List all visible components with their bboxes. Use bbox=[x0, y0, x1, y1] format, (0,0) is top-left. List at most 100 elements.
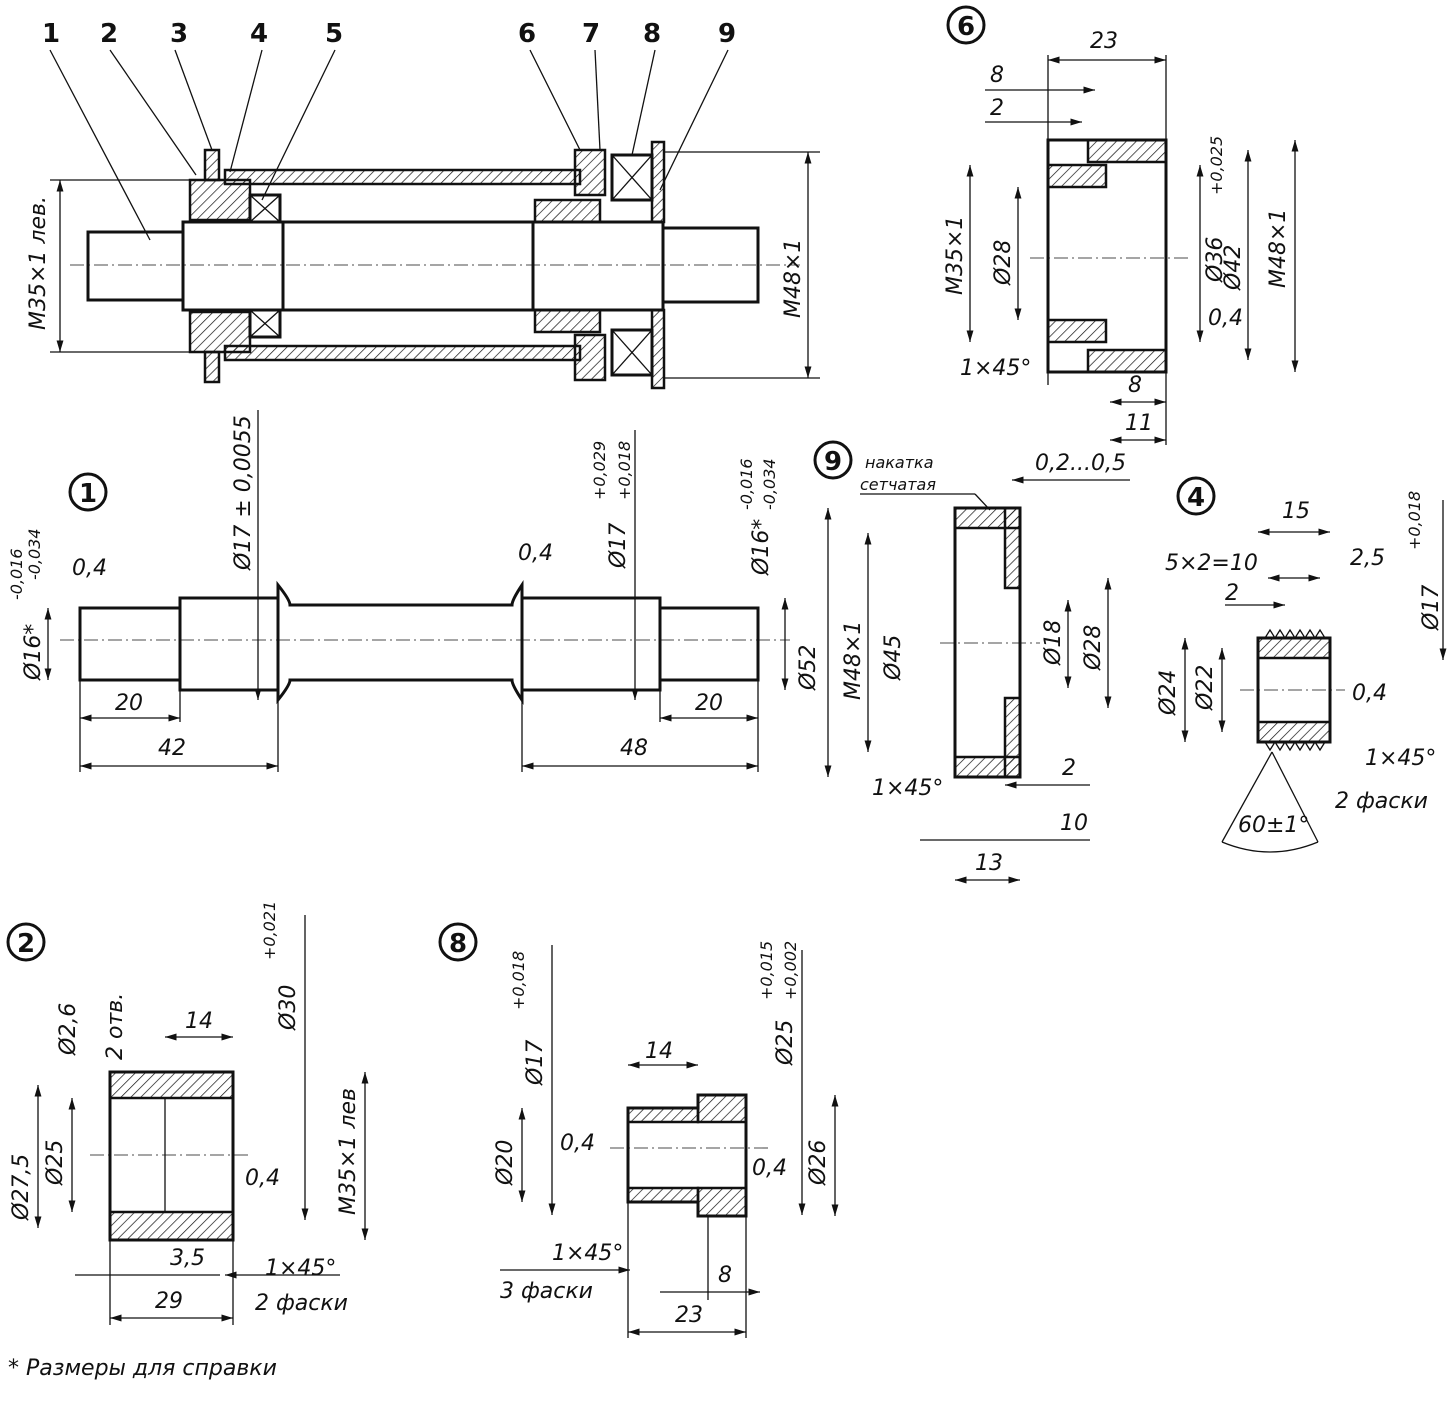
svg-text:+0,018: +0,018 bbox=[1405, 491, 1424, 550]
svg-text:10: 10 bbox=[1060, 811, 1088, 836]
svg-text:13: 13 bbox=[975, 851, 1003, 876]
svg-text:Ø45: Ø45 bbox=[881, 635, 906, 681]
svg-text:5×2=10: 5×2=10 bbox=[1165, 551, 1258, 576]
svg-text:1×45°: 1×45° bbox=[1365, 746, 1436, 771]
svg-text:Ø20: Ø20 bbox=[493, 1140, 518, 1186]
svg-text:23: 23 bbox=[1090, 29, 1118, 54]
svg-text:3 фаски: 3 фаски bbox=[500, 1279, 593, 1304]
svg-text:+0,018: +0,018 bbox=[615, 441, 634, 500]
svg-text:3,5: 3,5 bbox=[170, 1246, 205, 1271]
callout-8: 8 bbox=[643, 19, 661, 49]
svg-text:20: 20 bbox=[115, 691, 143, 716]
assembly-thread-left: M35×1 лев. bbox=[26, 196, 51, 330]
svg-text:0,4: 0,4 bbox=[560, 1131, 595, 1156]
part-4-badge bbox=[1176, 476, 1216, 516]
svg-text:+0,029: +0,029 bbox=[590, 441, 609, 500]
svg-text:Ø28: Ø28 bbox=[1081, 625, 1106, 671]
assembly-thread-right: M48×1 bbox=[781, 239, 806, 318]
assembly-shaft-right-end bbox=[661, 226, 760, 304]
part-2-view: 2 Ø2,6 2 отв. 14 Ø30 +0,021 Ø27,5 Ø25 0,… bbox=[6, 901, 369, 1325]
svg-text:Ø25: Ø25 bbox=[773, 1020, 798, 1066]
svg-text:2: 2 bbox=[1225, 581, 1239, 606]
svg-text:2: 2 bbox=[1062, 756, 1076, 781]
svg-text:1×45°: 1×45° bbox=[552, 1241, 623, 1266]
svg-text:0,4: 0,4 bbox=[518, 541, 553, 566]
svg-text:60±1°: 60±1° bbox=[1238, 813, 1309, 838]
svg-text:0,4: 0,4 bbox=[72, 556, 107, 581]
svg-text:Ø28: Ø28 bbox=[991, 240, 1016, 286]
svg-text:6: 6 bbox=[957, 12, 975, 42]
footnote: * Размеры для справки bbox=[8, 1356, 277, 1381]
svg-text:+0,025: +0,025 bbox=[1207, 136, 1226, 195]
svg-text:-0,034: -0,034 bbox=[25, 528, 44, 580]
svg-text:M48×1: M48×1 bbox=[841, 621, 866, 700]
callout-4: 4 bbox=[250, 19, 268, 49]
callout-1: 1 bbox=[42, 19, 60, 49]
svg-text:накатка: накатка bbox=[865, 453, 934, 472]
part-1-view: 1 Ø16* -0,016 -0,034 0,4 Ø17 ± 0,0055 0,… bbox=[7, 410, 821, 772]
svg-text:0,4: 0,4 bbox=[752, 1156, 787, 1181]
svg-text:20: 20 bbox=[695, 691, 723, 716]
svg-text:2 отв.: 2 отв. bbox=[103, 993, 128, 1060]
svg-text:14: 14 bbox=[645, 1039, 673, 1064]
svg-text:сетчатая: сетчатая bbox=[860, 475, 936, 494]
svg-text:Ø26: Ø26 bbox=[806, 1140, 831, 1186]
svg-text:M35×1: M35×1 bbox=[943, 216, 968, 295]
svg-text:Ø17 ± 0,0055: Ø17 ± 0,0055 bbox=[231, 415, 256, 571]
svg-text:1×45°: 1×45° bbox=[960, 356, 1031, 381]
svg-text:-0,034: -0,034 bbox=[760, 458, 779, 510]
svg-text:-0,016: -0,016 bbox=[7, 548, 26, 600]
svg-text:8: 8 bbox=[449, 929, 467, 959]
callout-6: 6 bbox=[518, 19, 536, 49]
svg-text:8: 8 bbox=[1128, 373, 1142, 398]
svg-text:Ø24: Ø24 bbox=[1156, 670, 1181, 716]
svg-text:-0,016: -0,016 bbox=[737, 458, 756, 510]
svg-text:+0,021: +0,021 bbox=[260, 901, 279, 960]
callout-5: 5 bbox=[325, 19, 343, 49]
svg-text:2 фаски: 2 фаски bbox=[255, 1291, 348, 1316]
svg-text:2 фаски: 2 фаски bbox=[1335, 789, 1428, 814]
svg-text:14: 14 bbox=[185, 1009, 213, 1034]
svg-text:+0,015: +0,015 bbox=[757, 941, 776, 1000]
svg-text:Ø18: Ø18 bbox=[1041, 620, 1066, 666]
svg-text:Ø42: Ø42 bbox=[1221, 245, 1246, 291]
svg-text:Ø30: Ø30 bbox=[276, 985, 301, 1031]
svg-text:29: 29 bbox=[155, 1289, 183, 1314]
svg-text:Ø2,6: Ø2,6 bbox=[56, 1003, 81, 1056]
svg-text:Ø27,5: Ø27,5 bbox=[9, 1154, 34, 1221]
svg-text:Ø17: Ø17 bbox=[1419, 585, 1444, 631]
svg-text:M35×1 лев: M35×1 лев bbox=[336, 1088, 361, 1215]
callout-2: 2 bbox=[100, 19, 118, 49]
assembly-callouts: 1 2 3 4 5 6 7 8 9 bbox=[42, 19, 736, 241]
svg-text:2,5: 2,5 bbox=[1350, 546, 1385, 571]
svg-text:Ø16*: Ø16* bbox=[749, 519, 774, 576]
svg-text:2: 2 bbox=[990, 96, 1004, 121]
svg-text:0,4: 0,4 bbox=[245, 1166, 280, 1191]
part-4-view: 4 15 5×2=10 2,5 2 Ø17 +0,018 Ø24 Ø22 0,4… bbox=[1156, 476, 1447, 853]
svg-text:Ø36: Ø36 bbox=[1203, 237, 1228, 283]
svg-text:1: 1 bbox=[79, 479, 97, 509]
part-2-badge bbox=[6, 922, 46, 962]
svg-text:Ø22: Ø22 bbox=[1193, 665, 1218, 711]
svg-text:Ø52: Ø52 bbox=[796, 645, 821, 691]
svg-text:0,4: 0,4 bbox=[1208, 306, 1243, 331]
svg-text:Ø17: Ø17 bbox=[523, 1040, 548, 1086]
svg-text:8: 8 bbox=[990, 63, 1004, 88]
svg-text:48: 48 bbox=[620, 736, 648, 761]
svg-text:Ø17: Ø17 bbox=[606, 523, 631, 569]
part-6-view: 6 23 8 2 M35×1 Ø28 Ø36 Ø42 +0,025 M48×1 … bbox=[943, 5, 1299, 445]
svg-text:11: 11 bbox=[1125, 411, 1153, 436]
svg-text:9: 9 bbox=[824, 447, 842, 477]
svg-text:+0,018: +0,018 bbox=[509, 951, 528, 1010]
part-8-badge bbox=[438, 922, 478, 962]
part-1-badge bbox=[68, 472, 108, 512]
svg-text:4: 4 bbox=[1187, 483, 1205, 513]
part-8-view: 8 Ø17 +0,018 14 Ø25 +0,015 +0,002 Ø20 0,… bbox=[438, 922, 839, 1338]
svg-text:M48×1: M48×1 bbox=[1266, 209, 1291, 288]
assembly-shaft-left-end bbox=[86, 230, 185, 302]
svg-text:0,2...0,5: 0,2...0,5 bbox=[1035, 451, 1126, 476]
svg-text:2: 2 bbox=[17, 929, 35, 959]
part-9-view: 9 накатка сетчатая 0,2...0,5 M48×1 Ø45 Ø… bbox=[813, 440, 1130, 884]
